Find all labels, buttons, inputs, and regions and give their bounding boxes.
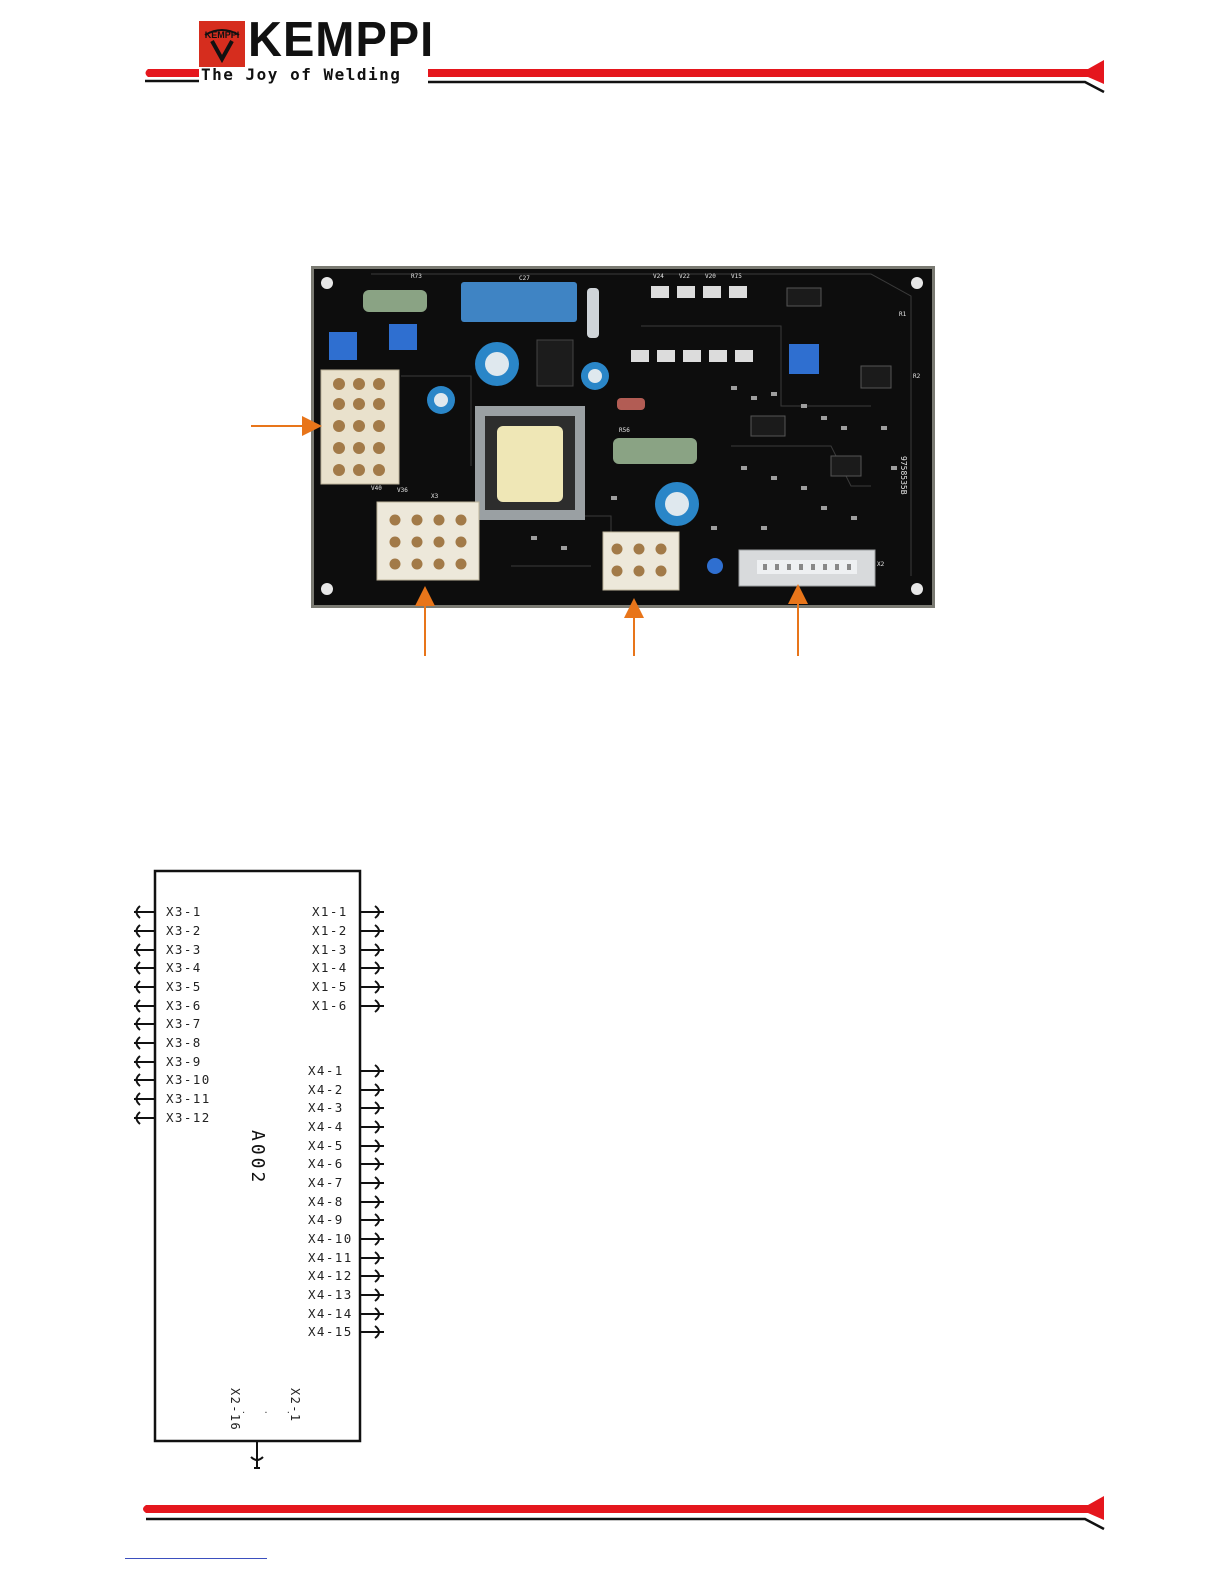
pin-label-x3: X3-10 (166, 1074, 211, 1087)
pin-label-x3: X3-4 (166, 962, 202, 975)
pin-label-x1: X1-2 (312, 925, 348, 938)
pin-label-x3: X3-6 (166, 1000, 202, 1013)
pin-label-x4: X4-15 (308, 1326, 353, 1339)
pin-label-x3: X3-7 (166, 1018, 202, 1031)
schematic-block (0, 0, 1224, 1500)
pin-label-x3: X3-3 (166, 944, 202, 957)
pin-label-x3: X3-11 (166, 1093, 211, 1106)
pin-label-x4: X4-8 (308, 1196, 344, 1209)
pin-label-x4: X4-7 (308, 1177, 344, 1190)
pin-label-x4: X4-12 (308, 1270, 353, 1283)
pin-label-x4: X4-6 (308, 1158, 344, 1171)
pin-ellipsis: . . . (242, 1406, 298, 1416)
pin-label-x4: X4-13 (308, 1289, 353, 1302)
pin-label-x3: X3-8 (166, 1037, 202, 1050)
pin-label-x4: X4-11 (308, 1252, 353, 1265)
pin-label-x4: X4-2 (308, 1084, 344, 1097)
pin-label-x1: X1-4 (312, 962, 348, 975)
pin-label-x4: X4-1 (308, 1065, 344, 1078)
block-reference: A002 (248, 1130, 266, 1185)
pin-label-x3: X3-5 (166, 981, 202, 994)
footer-rule (0, 1490, 1224, 1540)
pin-label-x4: X4-9 (308, 1214, 344, 1227)
pin-label-x3: X3-12 (166, 1112, 211, 1125)
pin-label-x1: X1-6 (312, 1000, 348, 1013)
pin-label-x2: X2-16 (229, 1388, 241, 1431)
pin-label-x4: X4-10 (308, 1233, 353, 1246)
pin-label-x1: X1-3 (312, 944, 348, 957)
pin-label-x3: X3-9 (166, 1056, 202, 1069)
pin-label-x3: X3-2 (166, 925, 202, 938)
pin-label-x4: X4-3 (308, 1102, 344, 1115)
footer-link-underline[interactable] (125, 1558, 267, 1559)
pin-label-x1: X1-5 (312, 981, 348, 994)
pin-label-x1: X1-1 (312, 906, 348, 919)
x2-stub (251, 1441, 263, 1468)
pin-label-x4: X4-4 (308, 1121, 344, 1134)
pin-label-x4: X4-5 (308, 1140, 344, 1153)
pin-label-x3: X3-1 (166, 906, 202, 919)
pin-label-x4: X4-14 (308, 1308, 353, 1321)
